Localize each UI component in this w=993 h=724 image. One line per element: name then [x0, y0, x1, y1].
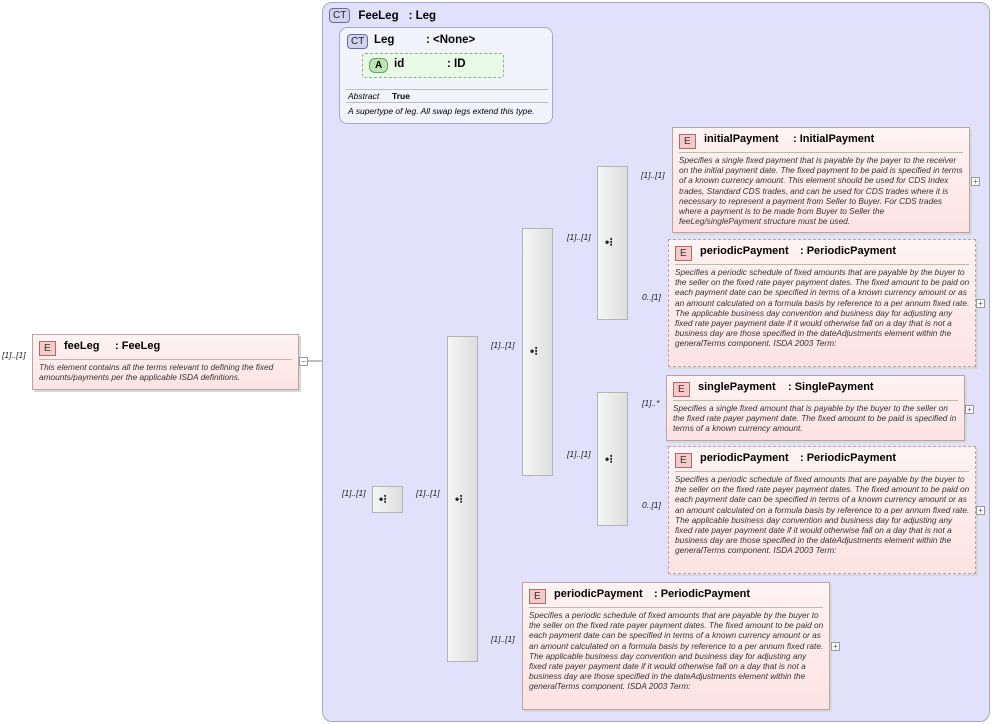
root-cardinality: [1]..[1] — [2, 350, 26, 360]
sequence-b-cardinality: [1]..[1] — [567, 232, 591, 242]
element-rule — [675, 264, 969, 265]
complex-type-name: FeeLeg — [358, 9, 399, 22]
element-cardinality: [1]..* — [642, 398, 660, 408]
sequence-compositor-a[interactable]: •⁝ — [522, 228, 553, 476]
element-rule — [675, 471, 969, 472]
sequence-a-cardinality: [1]..[1] — [491, 340, 515, 350]
leg-type: : <None> — [426, 34, 476, 46]
element-name: periodicPayment — [554, 588, 643, 600]
element-initialpayment[interactable]: E initialPayment : InitialPayment Specif… — [672, 127, 970, 233]
leg-doc: A supertype of leg. All swap legs extend… — [348, 106, 535, 116]
attribute-id[interactable]: A id : ID — [362, 53, 504, 78]
sequence-cardinality: [1]..[1] — [342, 488, 366, 498]
sequence-icon: •⁝ — [605, 452, 614, 466]
choice-icon: •⁝ — [455, 492, 464, 506]
abstract-value: True — [392, 91, 410, 101]
element-badge: E — [675, 246, 692, 261]
element-type: : PeriodicPayment — [800, 452, 896, 464]
leg-name: Leg — [374, 34, 395, 46]
element-rule — [673, 400, 958, 401]
element-type: : PeriodicPayment — [800, 245, 896, 257]
element-periodicpayment[interactable]: E periodicPayment : PeriodicPayment Spec… — [668, 446, 976, 574]
element-name: singlePayment — [698, 381, 776, 393]
expand-toggle[interactable]: + — [831, 642, 840, 651]
sequence-icon: •⁝ — [605, 235, 614, 249]
element-name: periodicPayment — [700, 452, 789, 464]
element-doc: Specifies a periodic schedule of fixed a… — [675, 474, 970, 556]
last-cardinality: [1]..[1] — [491, 634, 515, 644]
attribute-type: : ID — [447, 58, 466, 70]
sequence-compositor-b[interactable]: •⁝ — [597, 166, 628, 320]
collapse-toggle[interactable]: − — [299, 357, 308, 366]
choice-compositor[interactable]: •⁝ — [447, 336, 478, 662]
abstract-label: Abstract — [348, 91, 380, 101]
element-doc: Specifies a periodic schedule of fixed a… — [675, 267, 970, 349]
element-rule — [39, 359, 292, 360]
element-type: : PeriodicPayment — [654, 588, 750, 600]
leg-badge: CT — [347, 34, 369, 49]
element-badge: E — [675, 453, 692, 468]
element-name: initialPayment — [704, 133, 779, 145]
element-doc: Specifies a periodic schedule of fixed a… — [529, 610, 824, 692]
element-type: : SinglePayment — [788, 381, 874, 393]
element-rule — [679, 152, 963, 153]
complex-type-badge: CT — [329, 8, 351, 23]
element-singlepayment[interactable]: E singlePayment : SinglePayment Specifie… — [666, 375, 965, 441]
sequence-icon: •⁝ — [379, 492, 388, 506]
sequence-c-cardinality: [1]..[1] — [567, 449, 591, 459]
element-rule — [529, 607, 823, 608]
element-badge: E — [673, 382, 690, 397]
element-doc: Specifies a single fixed payment that is… — [679, 155, 963, 227]
attribute-badge: A — [369, 58, 389, 73]
element-name: feeLeg — [64, 340, 100, 352]
element-badge: E — [529, 589, 546, 604]
leg-divider — [346, 89, 548, 90]
element-doc: Specifies a single fixed amount that is … — [673, 403, 957, 434]
element-feeleg[interactable]: E feeLeg : FeeLeg This element contains … — [32, 334, 299, 390]
sequence-compositor-c[interactable]: •⁝ — [597, 392, 628, 526]
attribute-name: id — [394, 58, 405, 70]
leg-divider-2 — [346, 102, 548, 103]
sequence-compositor-root[interactable]: •⁝ — [372, 486, 403, 513]
element-doc: This element contains all the terms rele… — [39, 362, 274, 383]
element-periodicpayment[interactable]: E periodicPayment : PeriodicPayment Spec… — [668, 239, 976, 367]
choice-cardinality: [1]..[1] — [416, 488, 440, 498]
element-type: : InitialPayment — [793, 133, 875, 145]
expand-toggle[interactable]: + — [976, 299, 985, 308]
element-name: periodicPayment — [700, 245, 789, 257]
expand-toggle[interactable]: + — [976, 506, 985, 515]
expand-toggle[interactable]: + — [971, 177, 980, 186]
expand-toggle[interactable]: + — [965, 405, 974, 414]
element-cardinality: 0..[1] — [642, 292, 661, 302]
element-cardinality: [1]..[1] — [641, 170, 665, 180]
element-type: : FeeLeg — [115, 340, 161, 352]
complex-type-header: CT FeeLeg : Leg — [329, 8, 436, 23]
element-badge: E — [679, 134, 696, 149]
sequence-icon: •⁝ — [530, 344, 539, 358]
complex-type-base: : Leg — [408, 9, 437, 22]
element-periodicpayment[interactable]: E periodicPayment : PeriodicPayment Spec… — [522, 582, 830, 710]
element-badge: E — [39, 341, 56, 356]
element-cardinality: 0..[1] — [642, 500, 661, 510]
